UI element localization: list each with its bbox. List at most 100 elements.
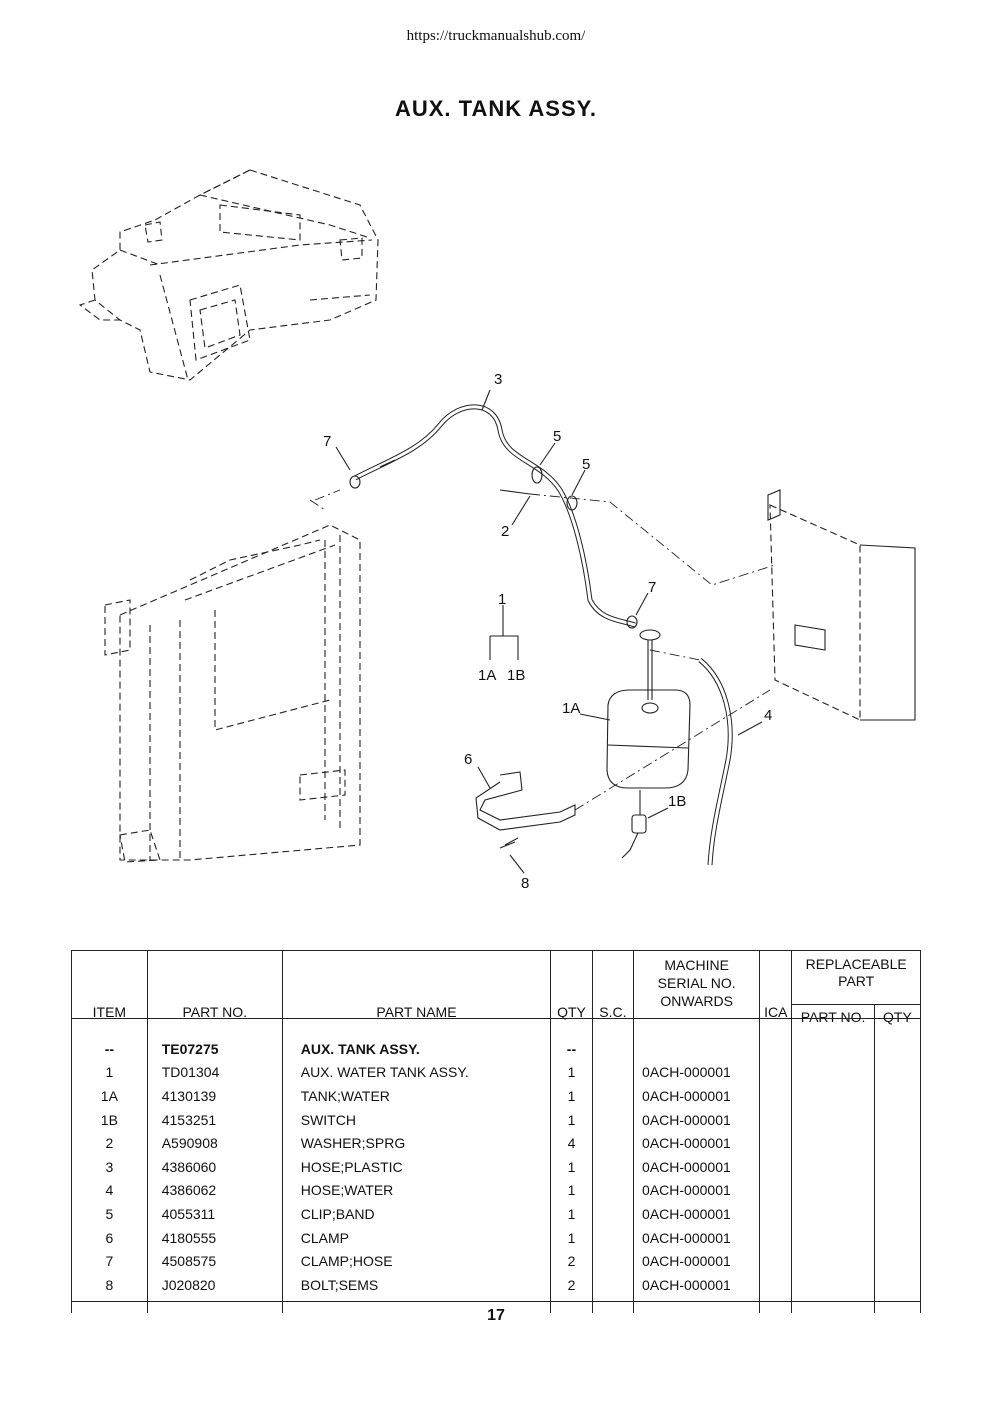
cell-ica — [759, 1107, 793, 1132]
bolt-2-drawing — [499, 489, 531, 495]
cell-part-name: AUX. TANK ASSY. — [281, 1025, 552, 1061]
cell-qty: 1 — [550, 1225, 593, 1250]
cell-part-name: CLAMP;HOSE — [281, 1249, 552, 1273]
cell-part-name: HOSE;PLASTIC — [281, 1154, 552, 1179]
cell-serial: 0ACH-000001 — [633, 1178, 761, 1203]
clip-band-5-drawing — [531, 466, 543, 484]
cell-part-no: 4130139 — [146, 1084, 283, 1108]
cell-item: 3 — [71, 1154, 148, 1179]
cell-replaceable-qty — [873, 1107, 922, 1132]
cell-replaceable-qty — [873, 1272, 922, 1313]
cell-serial: 0ACH-000001 — [633, 1202, 761, 1226]
excavator-reference-drawing — [78, 169, 379, 381]
cell-part-name: WASHER;SPRG — [281, 1131, 552, 1155]
col-header-replaceable-qty: QTY — [873, 1004, 922, 1025]
callout-label: 5 — [553, 428, 561, 445]
col-header-part-name: PART NAME — [281, 950, 552, 1025]
callout-label: 1A — [562, 700, 580, 717]
cell-item: 4 — [71, 1178, 148, 1203]
cell-part-no: 4386062 — [146, 1178, 283, 1203]
radiator-reference-drawing — [104, 524, 361, 863]
cell-serial: 0ACH-000001 — [633, 1225, 761, 1250]
cell-replaceable-qty — [873, 1225, 922, 1250]
clamp-6-drawing — [475, 771, 576, 831]
cell-qty: 1 — [550, 1084, 593, 1108]
cell-ica — [759, 1249, 793, 1273]
cell-part-no: 4055311 — [146, 1202, 283, 1226]
callout-label: 8 — [521, 875, 529, 892]
cell-sc — [591, 1084, 635, 1108]
cell-ica — [759, 1225, 793, 1250]
cell-part-name: SWITCH — [281, 1107, 552, 1132]
col-header-machine-serial: MACHINE SERIAL NO. ONWARDS — [633, 950, 761, 1025]
cell-part-no: 4153251 — [146, 1107, 283, 1132]
cell-replaceable-part-no — [791, 1249, 875, 1273]
replaceable-header-line: REPLACEABLE — [805, 956, 907, 972]
cell-ica — [759, 1272, 793, 1313]
serial-header-line: ONWARDS — [660, 993, 733, 1009]
callout-label: 1B — [507, 667, 525, 684]
callout-label: 3 — [494, 371, 502, 388]
col-header-part-no: PART NO. — [146, 950, 283, 1025]
callout-label: 2 — [501, 523, 509, 540]
cell-replaceable-part-no — [791, 1272, 875, 1313]
cell-serial: 0ACH-000001 — [633, 1131, 761, 1155]
cell-replaceable-qty — [873, 1202, 922, 1226]
cell-part-no: 4386060 — [146, 1154, 283, 1179]
cell-sc — [591, 1131, 635, 1155]
col-header-ica: ICA — [759, 950, 793, 1025]
cell-ica — [759, 1060, 793, 1085]
cell-serial: 0ACH-000001 — [633, 1272, 761, 1313]
cell-sc — [591, 1154, 635, 1179]
col-header-item: ITEM — [71, 950, 148, 1025]
hose-clamp-7-drawing — [349, 475, 361, 489]
replaceable-header-line: PART — [838, 973, 875, 989]
cell-part-name: AUX. WATER TANK ASSY. — [281, 1060, 552, 1085]
cell-part-no: 4508575 — [146, 1249, 283, 1273]
cell-serial: 0ACH-000001 — [633, 1084, 761, 1108]
cell-qty: 2 — [550, 1272, 593, 1313]
cell-replaceable-part-no — [791, 1131, 875, 1155]
cell-qty: 1 — [550, 1060, 593, 1085]
switch-1b-drawing — [621, 790, 647, 859]
cell-sc — [591, 1225, 635, 1250]
cell-replaceable-qty — [873, 1154, 922, 1179]
cell-part-name: HOSE;WATER — [281, 1178, 552, 1203]
page-title: AUX. TANK ASSY. — [394, 96, 598, 121]
cell-item: 1A — [71, 1084, 148, 1108]
cell-replaceable-part-no — [791, 1107, 875, 1132]
cell-serial: 0ACH-000001 — [633, 1060, 761, 1085]
cell-ica — [759, 1131, 793, 1155]
callout-label: 1A — [478, 667, 496, 684]
serial-header-line: SERIAL NO. — [657, 975, 736, 991]
cell-replaceable-qty — [873, 1178, 922, 1203]
callout-label: 6 — [464, 751, 472, 768]
col-header-qty: QTY — [550, 950, 593, 1025]
cell-part-no: TD01304 — [146, 1060, 283, 1085]
cell-replaceable-part-no — [791, 1154, 875, 1179]
callout-label: 7 — [648, 579, 656, 596]
cell-replaceable-part-no — [791, 1060, 875, 1085]
page-number: 17 — [487, 1307, 505, 1324]
cell-ica — [759, 1202, 793, 1226]
cell-item: 2 — [71, 1131, 148, 1155]
cell-replaceable-qty — [873, 1131, 922, 1155]
source-url[interactable]: https://truckmanualshub.com/ — [406, 28, 586, 44]
cell-item: 1 — [71, 1060, 148, 1085]
cell-serial: 0ACH-000001 — [633, 1107, 761, 1132]
callout-label: 1 — [498, 591, 506, 608]
cell-ica — [759, 1154, 793, 1179]
col-header-sc: S.C. — [591, 950, 635, 1025]
bracket-plate-drawing — [767, 489, 916, 721]
cell-replaceable-part-no — [791, 1025, 875, 1061]
cell-replaceable-part-no — [791, 1178, 875, 1203]
cell-sc — [591, 1025, 635, 1061]
cell-ica — [759, 1084, 793, 1108]
cell-part-no: TE07275 — [146, 1025, 283, 1061]
